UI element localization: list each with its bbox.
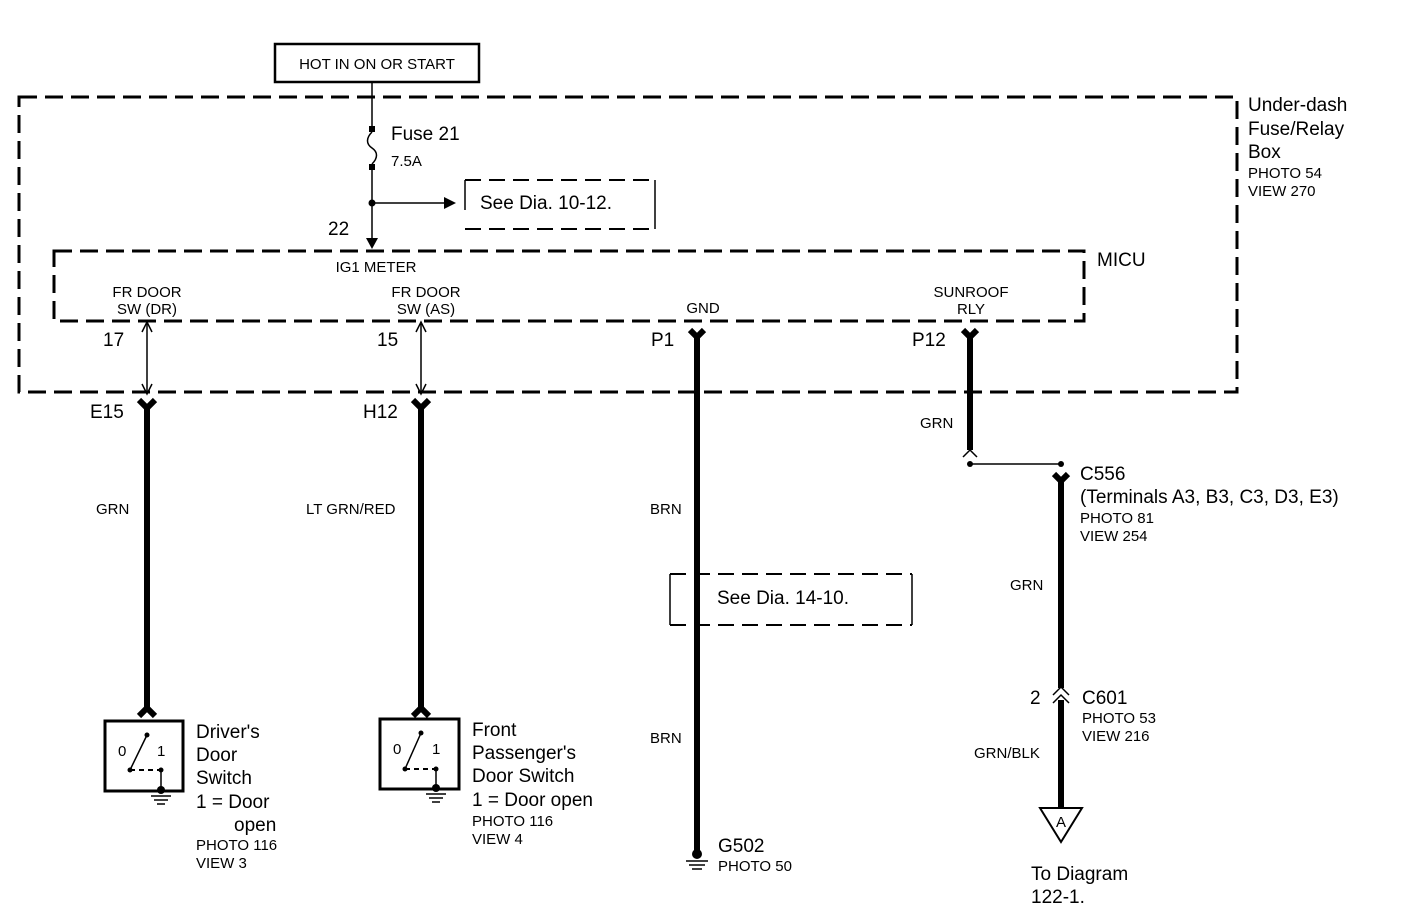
- c601-name: C601: [1082, 688, 1127, 709]
- driver-switch-photo: PHOTO 116: [196, 837, 277, 854]
- driver-door-switch-symbol: [103, 719, 185, 805]
- fuse-box-photo: PHOTO 54: [1248, 165, 1322, 182]
- offpage-line1: To Diagram: [1031, 864, 1128, 885]
- wire-color-4a: GRN: [920, 415, 953, 432]
- micu-pin-4-label1: SUNROOF: [934, 284, 1009, 301]
- see-dia-14-10-box: [669, 573, 913, 626]
- wire-color-2: LT GRN/RED: [306, 501, 396, 518]
- micu-pin-1-label2: SW (DR): [117, 301, 177, 318]
- see-dia-top[interactable]: See Dia. 10-12.: [480, 193, 612, 214]
- wire-color-3a: BRN: [650, 501, 682, 518]
- passenger-switch-photo: PHOTO 116: [472, 813, 553, 830]
- micu-pin-2-label1: FR DOOR: [391, 284, 460, 301]
- micu-pin-3-number: P1: [651, 330, 674, 351]
- wire-sunroof-end: [962, 448, 978, 458]
- c601-pin: 2: [1030, 688, 1041, 709]
- micu-pin-4-number: P12: [912, 330, 946, 351]
- connector-p12-symbol: [960, 327, 980, 342]
- driver-switch-line2: Door: [196, 745, 238, 766]
- offpage-line2: 122-1.: [1031, 887, 1085, 908]
- passenger-switch-line4: 1 = Door open: [472, 790, 593, 811]
- offpage-letter: A: [1056, 814, 1066, 831]
- connector-e15-symbol: [136, 397, 158, 413]
- micu-input-label: IG1 METER: [336, 259, 417, 276]
- connector-c601-symbol: [1052, 685, 1070, 704]
- c556-view: VIEW 254: [1080, 528, 1148, 545]
- fuse-box-outline: [17, 95, 1239, 394]
- source-label-box: [273, 42, 481, 84]
- see-dia-10-12-box: [464, 179, 656, 230]
- passenger-door-switch-symbol: [378, 717, 461, 803]
- fuse-box-title-2: Fuse/Relay: [1248, 119, 1345, 140]
- driver-switch-line3: Switch: [196, 768, 252, 789]
- micu-pin-4-label2: RLY: [957, 301, 985, 318]
- c601-photo: PHOTO 53: [1082, 710, 1156, 727]
- driver-switch-line4: 1 = Door: [196, 792, 270, 813]
- wire-color-1: GRN: [96, 501, 129, 518]
- switch-driver-connector: [136, 703, 158, 719]
- passenger-switch-view: VIEW 4: [472, 831, 523, 848]
- fuse-box-title-3: Box: [1248, 142, 1281, 163]
- passenger-switch-line3: Door Switch: [472, 766, 574, 787]
- fuse-box-view: VIEW 270: [1248, 183, 1316, 200]
- micu-input-pin: 22: [328, 219, 349, 240]
- offpage-connector-triangle[interactable]: [1038, 807, 1084, 844]
- fuse-21-symbol: [366, 126, 378, 170]
- ground-g502-symbol: [686, 849, 708, 870]
- see-dia-mid[interactable]: See Dia. 14-10.: [717, 588, 849, 609]
- micu-pin-1-label1: FR DOOR: [112, 284, 181, 301]
- fuse-name: Fuse 21: [391, 124, 460, 145]
- micu-pin-2-label2: SW (AS): [397, 301, 455, 318]
- micu-pin-1-number: 17: [103, 330, 124, 351]
- passenger-switch-line1: Front: [472, 720, 517, 741]
- driver-switch-on: 1: [157, 743, 165, 760]
- c556-name: C556: [1080, 464, 1125, 485]
- connector-c556-symbol: [1051, 471, 1071, 486]
- fuse-rating: 7.5A: [391, 153, 422, 170]
- connector-p1-symbol: [687, 327, 707, 342]
- switch-passenger-connector: [410, 703, 432, 719]
- c601-view: VIEW 216: [1082, 728, 1150, 745]
- micu-pin-2-number: 15: [377, 330, 398, 351]
- passenger-switch-on: 1: [432, 741, 440, 758]
- ground-photo: PHOTO 50: [718, 858, 792, 875]
- connector-h12: H12: [363, 402, 398, 423]
- wire-color-4c: GRN/BLK: [974, 745, 1040, 762]
- wire-color-3b: BRN: [650, 730, 682, 747]
- c556-terminals: (Terminals A3, B3, C3, D3, E3): [1080, 487, 1339, 508]
- wire-color-4b: GRN: [1010, 577, 1043, 594]
- source-label: HOT IN ON OR START: [299, 56, 455, 73]
- driver-switch-off: 0: [118, 743, 126, 760]
- driver-switch-line1: Driver's: [196, 722, 260, 743]
- micu-name: MICU: [1097, 250, 1146, 271]
- passenger-switch-off: 0: [393, 741, 401, 758]
- pin-17-bidirectional-arrow: [141, 320, 153, 396]
- micu-outline: [52, 249, 1086, 323]
- fuse-box-title-1: Under-dash: [1248, 95, 1347, 116]
- passenger-switch-line2: Passenger's: [472, 743, 576, 764]
- driver-switch-view: VIEW 3: [196, 855, 247, 872]
- connector-e15: E15: [90, 402, 124, 423]
- driver-switch-line5: open: [234, 815, 276, 836]
- micu-pin-3-label2: GND: [686, 300, 720, 317]
- pin-15-bidirectional-arrow: [415, 320, 427, 396]
- c556-photo: PHOTO 81: [1080, 510, 1154, 527]
- connector-h12-symbol: [410, 397, 432, 413]
- ground-name: G502: [718, 836, 764, 857]
